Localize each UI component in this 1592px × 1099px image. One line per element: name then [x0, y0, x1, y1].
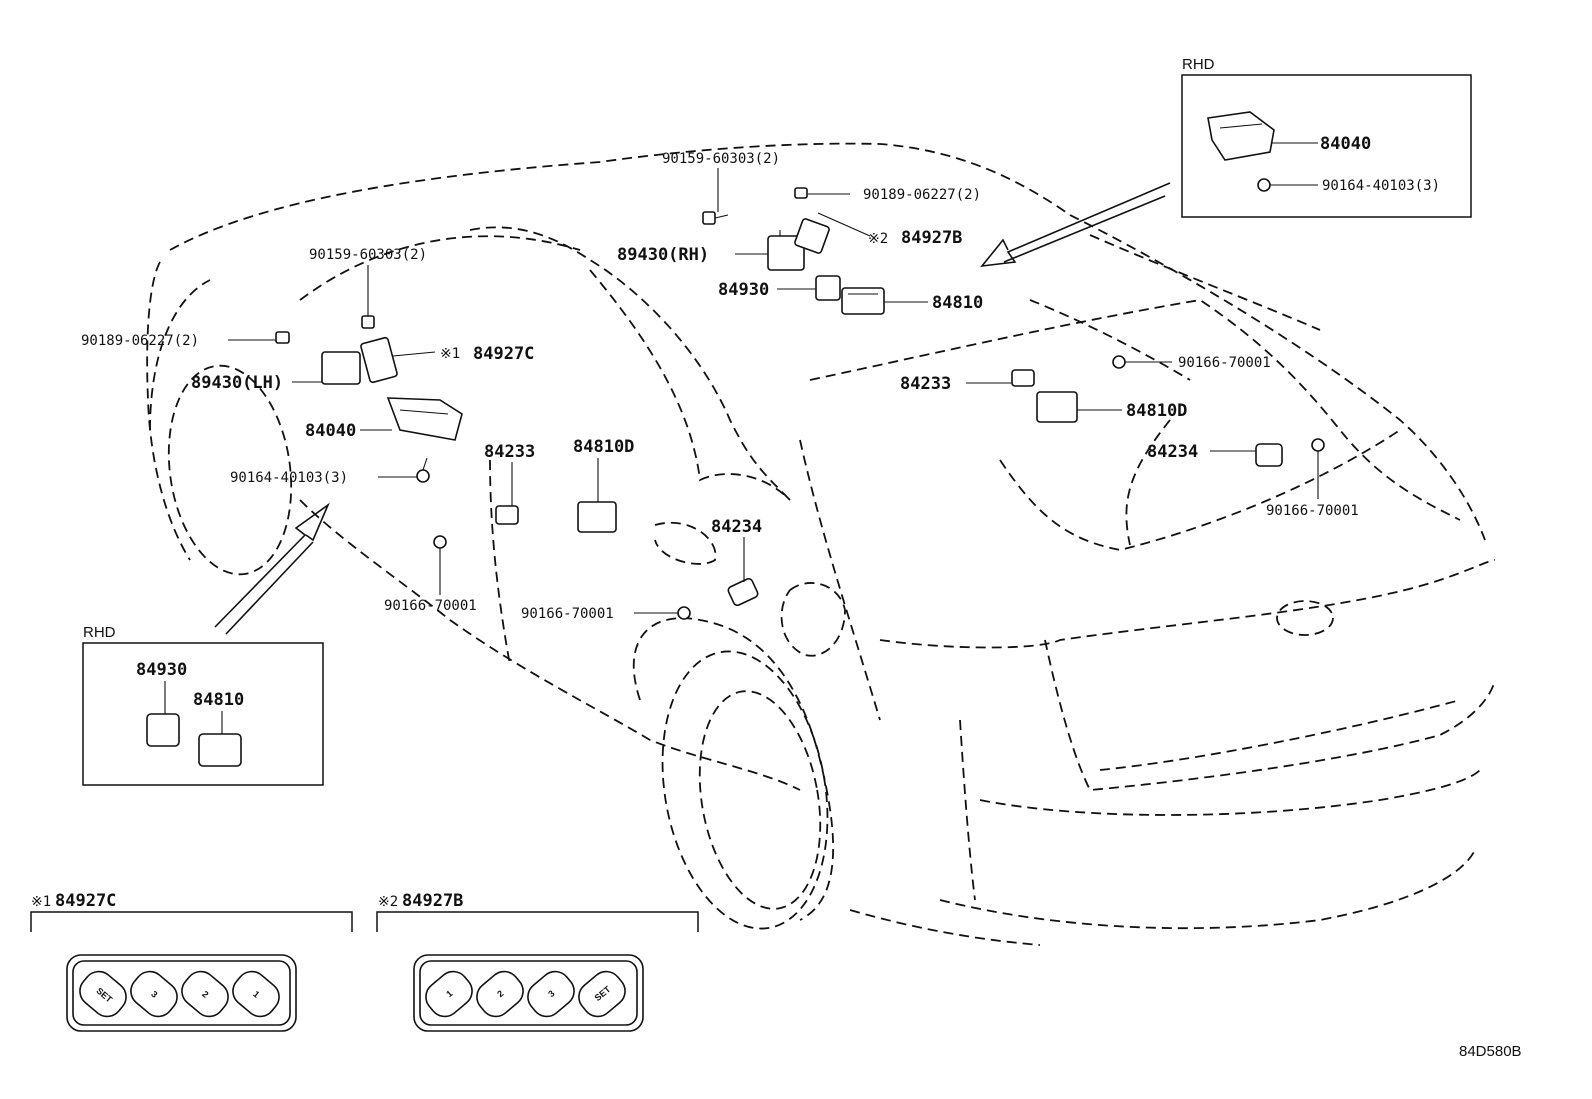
panel-b-button-2: 2 [476, 970, 524, 1018]
rhd-label-84040: 84040 [1320, 134, 1371, 154]
svg-text:3: 3 [546, 988, 556, 999]
panel-c-mark: ※1 [31, 894, 51, 910]
svg-text:2: 2 [495, 988, 505, 999]
car-outline [146, 142, 1496, 946]
part-bolt-90159-top [702, 211, 729, 225]
part-clip-90189-left [275, 331, 290, 344]
part-switch-84040-left [386, 397, 463, 441]
panel-c-button-1: 1 [232, 970, 280, 1018]
part-sensor-84233-left [495, 505, 519, 525]
label-84930-top: 84930 [718, 280, 769, 300]
label-84233-right: 84233 [900, 374, 951, 394]
label-84927c-left: 84927C [473, 344, 534, 364]
part-switch-84927b [794, 218, 830, 254]
part-sensor-84234-right [1255, 443, 1283, 467]
part-screw-90164-rhd [1257, 178, 1271, 192]
label-84810-top: 84810 [932, 293, 983, 313]
part-switch-84810d-left [577, 501, 617, 533]
label-89430-rh: 89430(RH) [617, 245, 709, 265]
part-relay-89430-lh [321, 351, 361, 385]
rhd-inset-left: RHD 84930 84810 [82, 624, 324, 786]
part-switch-84810-rhd [198, 733, 242, 767]
panel-b-button-3: 3 [527, 970, 575, 1018]
leader-lines [228, 168, 1319, 614]
part-switch-84927c [360, 336, 398, 384]
part-screw-90166-mid [677, 606, 691, 620]
view-arrow-right [980, 182, 1171, 268]
mark-1-left: ※1 [440, 346, 460, 362]
part-sensor-84233-right [1011, 369, 1035, 387]
part-bolt-90159-left [361, 315, 375, 329]
label-90159-left: 90159-60303(2) [309, 247, 427, 263]
part-screw-90166-right-bot [1311, 438, 1325, 452]
part-switch-84040-rhd [1207, 111, 1275, 161]
label-84040-left: 84040 [305, 421, 356, 441]
label-90164-left: 90164-40103(3) [230, 470, 348, 486]
label-89430-lh: 89430(LH) [191, 373, 283, 393]
part-switch-84810-top [841, 287, 885, 315]
panel-84927b: ※2 84927B 1 2 3 SET [376, 891, 699, 1032]
label-90166-right-bot: 90166-70001 [1266, 503, 1359, 519]
label-84810d-left: 84810D [573, 437, 634, 457]
svg-text:2: 2 [200, 989, 210, 1000]
label-84927b-top: 84927B [901, 228, 962, 248]
panel-c-button-set: SET [79, 970, 127, 1018]
panel-c-button-3: 3 [130, 970, 178, 1018]
label-84234-right: 84234 [1147, 442, 1198, 462]
part-clip-90189-top [794, 187, 808, 199]
part-screw-90164-left [416, 457, 430, 483]
part-screw-90166-right-top [1112, 355, 1126, 369]
rhd-tag-top: RHD [1182, 56, 1215, 73]
view-arrow-left [214, 502, 330, 635]
part-screw-90166-left [433, 535, 447, 549]
panel-c-code: 84927C [55, 891, 116, 911]
label-90189-left: 90189-06227(2) [81, 333, 199, 349]
diagram-code: 84D580B [1459, 1043, 1522, 1060]
label-90189-top: 90189-06227(2) [863, 187, 981, 203]
panel-b-mark: ※2 [378, 894, 398, 910]
svg-text:3: 3 [149, 989, 159, 1000]
panel-b-code: 84927B [402, 891, 463, 911]
part-switch-84810d-right [1036, 391, 1078, 423]
panel-b-button-set: SET [578, 970, 626, 1018]
mark-2-top: ※2 [868, 231, 888, 247]
part-switch-84930-rhd [146, 713, 180, 747]
label-90166-mid: 90166-70001 [521, 606, 614, 622]
part-sensor-84234-left [727, 577, 759, 607]
rhd-label-84930: 84930 [136, 660, 187, 680]
label-90166-right-top: 90166-70001 [1178, 355, 1271, 371]
rhd-label-90164: 90164-40103(3) [1322, 178, 1440, 194]
panel-c-button-2: 2 [181, 970, 229, 1018]
rhd-inset-top: RHD 84040 90164-40103(3) [1181, 56, 1472, 218]
part-switch-84930-top [815, 275, 841, 301]
panel-b-button-1: 1 [425, 970, 473, 1018]
label-84810d-right: 84810D [1126, 401, 1187, 421]
panel-84927c: ※1 84927C SET 3 2 1 [30, 891, 353, 1032]
label-90166-left: 90166-70001 [384, 598, 477, 614]
rhd-tag-left: RHD [83, 624, 116, 641]
svg-text:1: 1 [251, 989, 261, 1000]
label-84233-left: 84233 [484, 442, 535, 462]
label-90159-top: 90159-60303(2) [662, 151, 780, 167]
label-84234-left: 84234 [711, 517, 762, 537]
rhd-label-84810: 84810 [193, 690, 244, 710]
svg-text:1: 1 [444, 988, 454, 999]
